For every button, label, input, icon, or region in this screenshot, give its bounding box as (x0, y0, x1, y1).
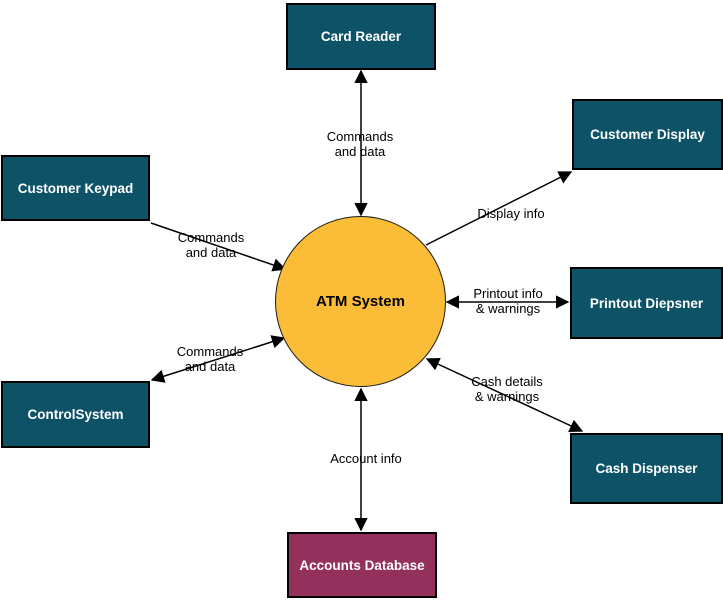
node-customer-display-label: Customer Display (590, 127, 705, 142)
node-control-system-label: ControlSystem (27, 407, 124, 422)
node-card-reader[interactable]: Card Reader (286, 3, 436, 70)
edge-cash-dispenser-line (425, 357, 584, 433)
node-printout-diepsner[interactable]: Printout Diepsner (570, 267, 723, 339)
node-atm-system-label: ATM System (316, 293, 405, 310)
edge-control-system-line (150, 335, 286, 383)
node-cash-dispenser-label: Cash Dispenser (595, 461, 698, 476)
node-control-system[interactable]: ControlSystem (1, 381, 150, 448)
edge-customer-display-line (425, 171, 573, 246)
node-printout-diepsner-label: Printout Diepsner (589, 295, 704, 311)
node-accounts-database-label: Accounts Database (299, 557, 425, 573)
node-card-reader-label: Card Reader (320, 29, 402, 44)
node-cash-dispenser[interactable]: Cash Dispenser (570, 433, 723, 504)
node-accounts-database[interactable]: Accounts Database (287, 532, 437, 598)
node-atm-system[interactable]: ATM System (275, 216, 446, 387)
node-customer-display[interactable]: Customer Display (572, 99, 723, 170)
node-customer-keypad-label: Customer Keypad (17, 180, 134, 196)
node-customer-keypad[interactable]: Customer Keypad (1, 155, 150, 221)
edge-customer-keypad-line (150, 222, 287, 272)
